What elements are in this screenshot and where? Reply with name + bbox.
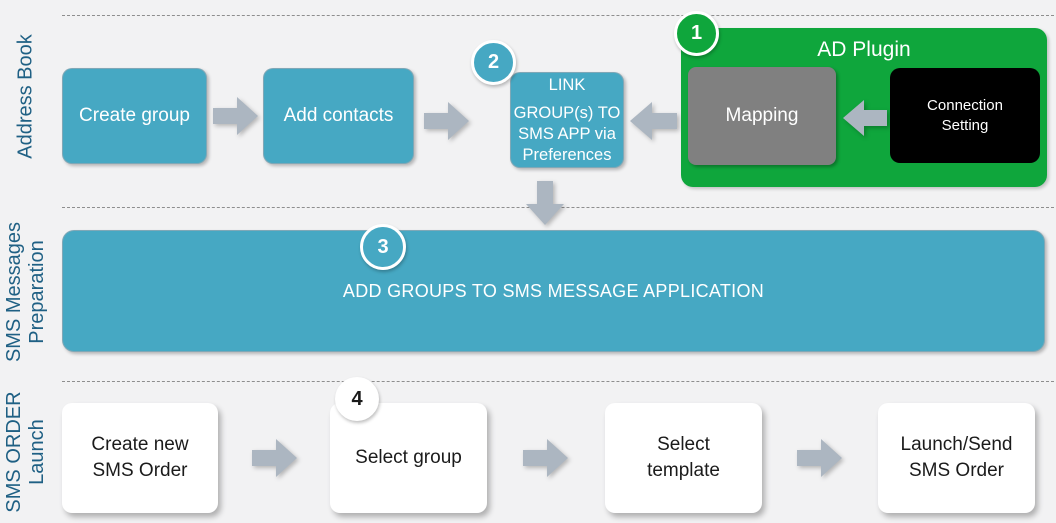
step-label: Create new SMS Order [91,434,189,481]
step-number-badge: 2 [471,40,516,85]
arrow-down-icon [524,181,566,225]
arrow-right-icon [424,100,469,142]
ad-plugin-title: AD Plugin [817,38,911,61]
step-link-groups-body: GROUP(s) TO SMS APP via Preferences [513,103,621,164]
step-select-template: Select template [605,403,762,513]
step-number-badge: 3 [360,224,406,270]
lane-label-address-book: Address Book [14,34,37,159]
step-create-new-sms-order: Create new SMS Order [62,403,218,513]
step-add-groups-to-sms-message-application: ADD GROUPS TO SMS MESSAGE APPLICATION [62,230,1045,352]
lane-separator-3 [62,381,1054,382]
lane-separator-1 [62,15,1054,16]
ad-plugin-group: AD Plugin Mapping Connection Setting [681,28,1047,187]
step-add-contacts: Add contacts [263,68,414,164]
step-label: Select group [355,447,462,468]
lane-label-line: SMS ORDER [3,391,25,513]
lane-label-sms-order-launch: SMS ORDER Launch [3,352,49,523]
arrow-left-icon [630,100,677,142]
step-create-group: Create group [62,68,207,164]
step-link-groups-title: LINK [548,75,586,94]
arrow-right-icon [213,95,258,137]
step-label: Launch/Send SMS Order [900,434,1013,481]
step-mapping: Mapping [688,67,836,165]
arrow-right-icon [523,437,568,479]
arrow-right-icon [252,437,297,479]
arrow-right-icon [797,437,842,479]
step-connection-setting: Connection Setting [890,68,1040,163]
arrow-left-icon [843,98,887,138]
step-select-group: Select group [330,403,487,513]
lane-label-line: Launch [26,419,48,485]
step-link-groups: LINK GROUP(s) TO SMS APP via Preferences [510,72,624,168]
step-label: Select template [647,434,720,481]
step-number-badge: 1 [674,11,719,56]
step-launch-send-sms-order: Launch/Send SMS Order [878,403,1035,513]
step-number-badge: 4 [335,377,379,421]
